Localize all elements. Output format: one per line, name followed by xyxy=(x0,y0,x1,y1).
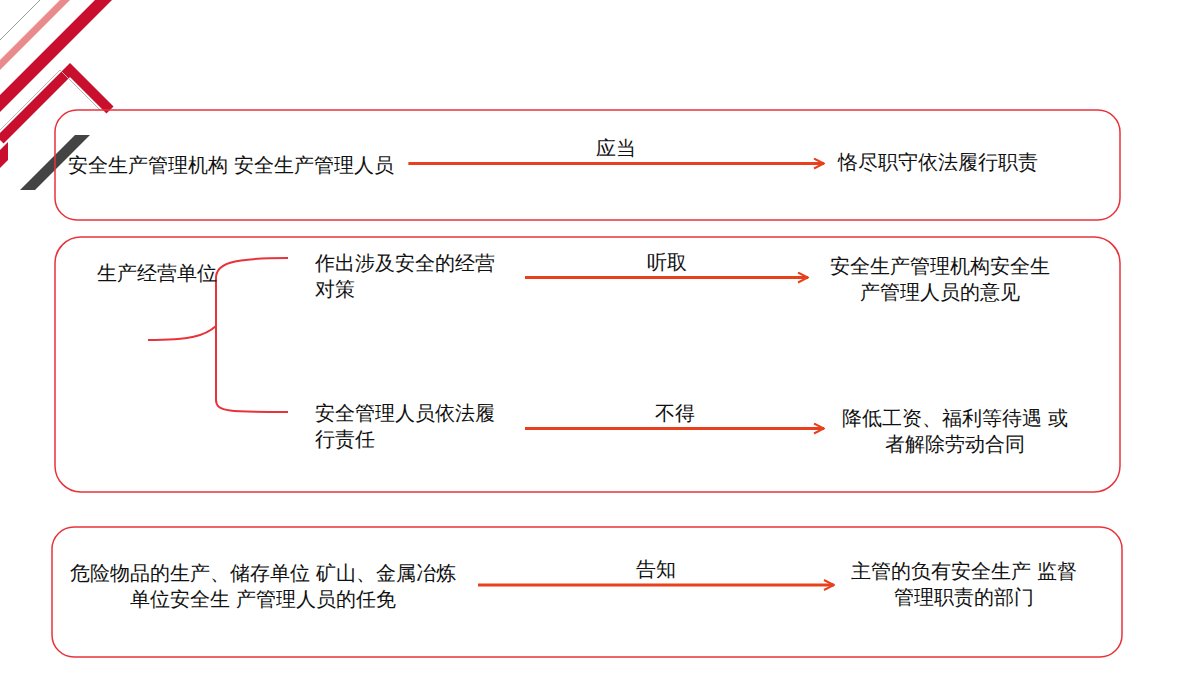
node-text: 安全生产管理机构安全生 产管理人员的意见 xyxy=(822,253,1058,305)
vertical-heading: 生产经营单位 xyxy=(97,262,117,284)
edge-label: 告知 xyxy=(633,557,679,581)
node-text: 降低工资、福利等待遇 或者解除劳动合同 xyxy=(838,405,1072,457)
text-node: 危险物品的生产、储存单位 矿山、金属冶炼 单位安全生 产管理人员的任免 xyxy=(62,560,464,612)
text-node: 安全管理人员依法履 行责任 xyxy=(315,400,511,452)
node-text: 主管的负有安全生产 监督管理职责的部门 xyxy=(848,558,1080,610)
edge-label: 应当 xyxy=(593,136,639,160)
arrow-connector xyxy=(525,276,808,279)
text-node: 安全生产管理机构 安全生产管理人员 xyxy=(68,152,394,178)
panel-frame xyxy=(55,110,1120,220)
panel-frame xyxy=(52,527,1122,657)
text-node: 作出涉及安全的经营 对策 xyxy=(315,250,511,302)
node-text: 危险物品的生产、储存单位 矿山、金属冶炼 单位安全生 产管理人员的任免 xyxy=(62,560,464,612)
text-node: 降低工资、福利等待遇 或者解除劳动合同 xyxy=(838,405,1072,457)
arrow-connector xyxy=(525,427,824,430)
text-node: 恪尽职守依法履行职责 xyxy=(838,149,1038,175)
text-node: 主管的负有安全生产 监督管理职责的部门 xyxy=(848,558,1080,610)
arrow-connector xyxy=(478,584,834,587)
text-node: 安全生产管理机构安全生 产管理人员的意见 xyxy=(822,253,1058,305)
edge-label: 听取 xyxy=(644,250,690,274)
arrow-connector xyxy=(408,162,824,165)
node-text: 作出涉及安全的经营 对策 xyxy=(315,250,511,302)
node-text: 恪尽职守依法履行职责 xyxy=(838,149,1038,175)
curly-brace xyxy=(148,258,288,412)
node-text: 安全生产管理机构 安全生产管理人员 xyxy=(68,152,394,178)
node-text: 安全管理人员依法履 行责任 xyxy=(315,400,511,452)
edge-label: 不得 xyxy=(652,401,698,425)
node-text: 生产经营单位 xyxy=(97,262,117,284)
panel-frame xyxy=(55,237,1120,492)
